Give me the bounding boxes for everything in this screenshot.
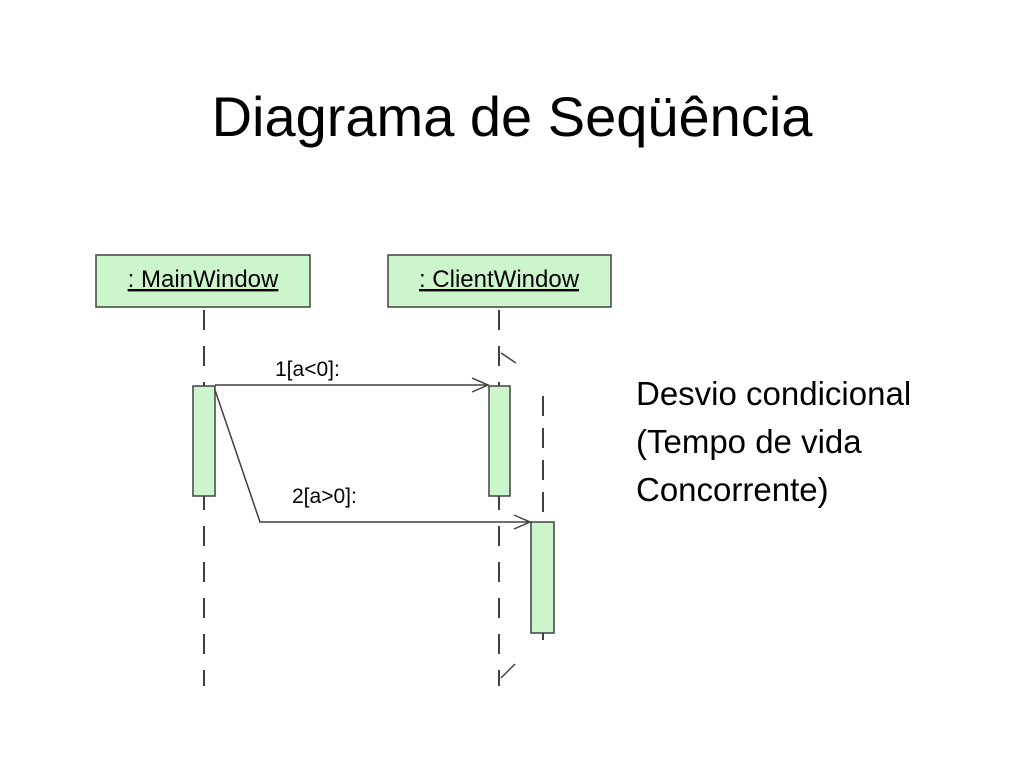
activation-bar-clientwindow-1 [488,385,511,497]
annotation-line-3: Concorrente) [636,471,829,508]
message-label-2: 2[a>0]: [292,485,357,508]
participant-box-clientwindow [387,254,612,308]
message-label-1: 1[a<0]: [275,358,340,381]
activation-bar-clientwindow-2 [530,521,555,634]
concurrent-lifeline-bracket [500,352,517,364]
annotation-line-1: Desvio condicional [636,375,912,412]
participant-box-mainwindow [95,254,311,308]
concurrent-lifeline-bracket-bottom [500,663,516,679]
activation-bar-mainwindow [192,385,216,497]
participant-label-clientwindow: : ClientWindow [419,266,580,293]
message-arrow-2 [214,389,530,523]
participant-label-mainwindow: : MainWindow [128,266,279,293]
annotation-line-2: (Tempo de vida [636,423,862,460]
message-arrowhead-1 [471,377,490,393]
message-arrowhead-2 [513,514,532,530]
annotation-note: Desvio condicional (Tempo de vida Concor… [636,370,911,514]
slide-title: Diagrama de Seqüência [211,85,813,148]
